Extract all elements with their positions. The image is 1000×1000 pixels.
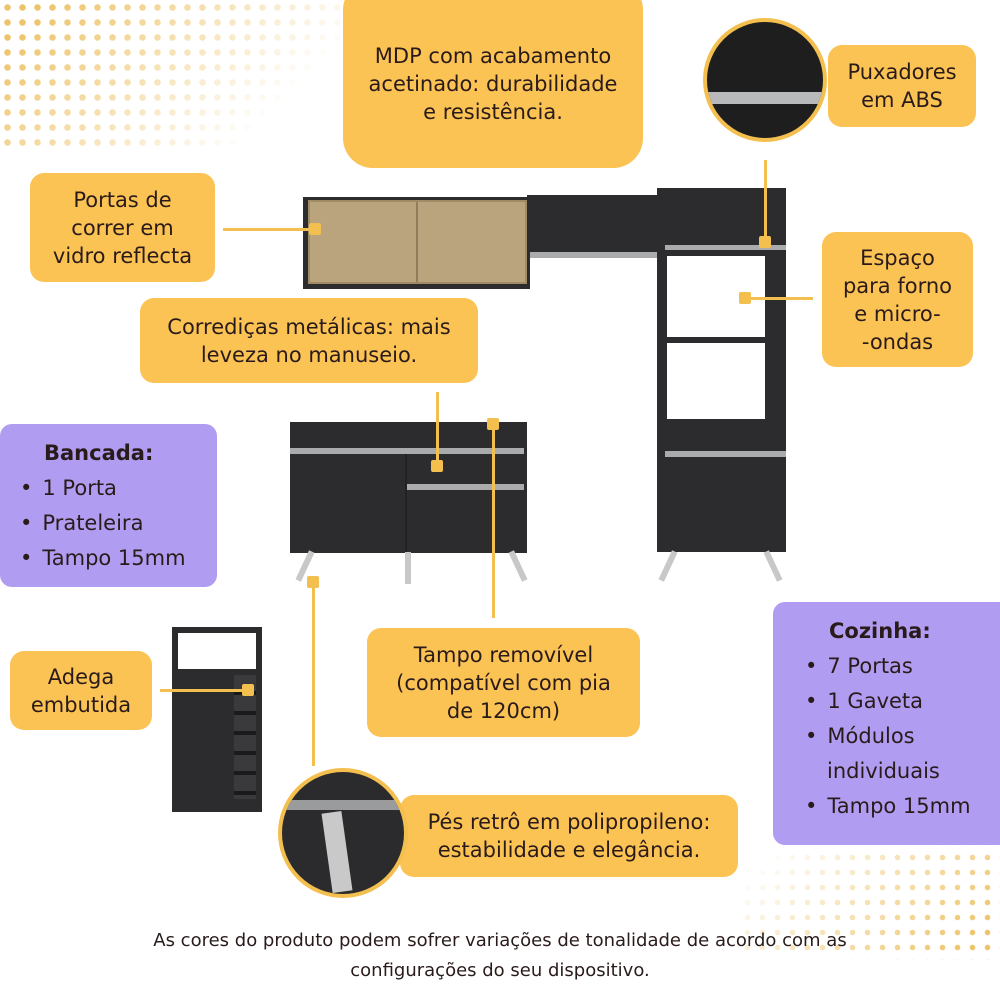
leg-detail-inset [278,768,408,898]
disclaimer-line: configurações do seu dispositivo. [350,960,650,981]
glass-sliding-doors [308,200,527,284]
callout-text: MDP com acabamento acetinado: durabilida… [368,44,618,124]
shelf [665,337,765,343]
marker [309,223,321,235]
callout-portas: Portas de correr em vidro reflecta [30,173,215,282]
marker [487,418,499,430]
upper-shelf-panel [527,195,660,258]
spec-item: 1 Porta [20,471,217,506]
marker [431,460,443,472]
marker [242,684,254,696]
callout-text: Espaço para forno e micro- -ondas [842,245,953,354]
connector [436,392,439,467]
connector [492,420,495,618]
spec-item: Módulos individuais [805,719,955,789]
callout-pes: Pés retrô em polipropileno: estabilidade… [400,795,738,877]
callout-text: Corrediças metálicas: mais leveza no man… [167,314,451,367]
handle [530,252,658,258]
callout-espaco: Espaço para forno e micro- -ondas [822,232,973,367]
connector [160,689,250,692]
connector [223,228,315,231]
spec-item: Tampo 15mm [20,541,217,576]
connector [745,297,813,300]
spec-title: Bancada: [44,441,154,465]
drawer-handle [407,484,524,490]
callout-text: Tampo removível (compatível com pia de 1… [396,642,611,723]
spec-cozinha: Cozinha: 7 Portas 1 Gaveta Módulos indiv… [773,602,1000,845]
spec-bancada: Bancada: 1 Porta Prateleira Tampo 15mm [0,424,217,587]
spec-item: 7 Portas [805,649,1000,684]
callout-adega: Adega embutida [10,651,152,730]
callout-tampo: Tampo removível (compatível com pia de 1… [367,628,640,737]
marker [759,236,771,248]
wine-cabinet [172,627,262,812]
disclaimer-line: As cores do produto podem sofrer variaçõ… [153,930,847,951]
handle-detail-inset [703,18,827,142]
callout-text: Adega embutida [30,664,132,717]
spec-item: Prateleira [20,506,217,541]
spec-title: Cozinha: [829,619,931,643]
handle [290,448,524,454]
marker [739,292,751,304]
upper-cabinet [303,197,530,289]
callout-puxadores: Puxadores em ABS [828,45,976,127]
spec-item: 1 Gaveta [805,684,1000,719]
handle [665,451,786,457]
callout-text: Pés retrô em polipropileno: estabilidade… [427,810,711,862]
callout-text: Puxadores em ABS [847,60,957,112]
handle [665,245,786,250]
disclaimer: As cores do produto podem sofrer variaçõ… [0,926,1000,986]
callout-mdp: MDP com acabamento acetinado: durabilida… [343,0,643,168]
callout-corredicas: Corrediças metálicas: mais leveza no man… [140,298,478,383]
connector [312,578,315,766]
spec-item: Tampo 15mm [805,789,1000,824]
callout-text: Portas de correr em vidro reflecta [52,187,193,268]
decorative-dots-top [0,0,340,150]
connector [764,160,767,242]
marker [307,576,319,588]
